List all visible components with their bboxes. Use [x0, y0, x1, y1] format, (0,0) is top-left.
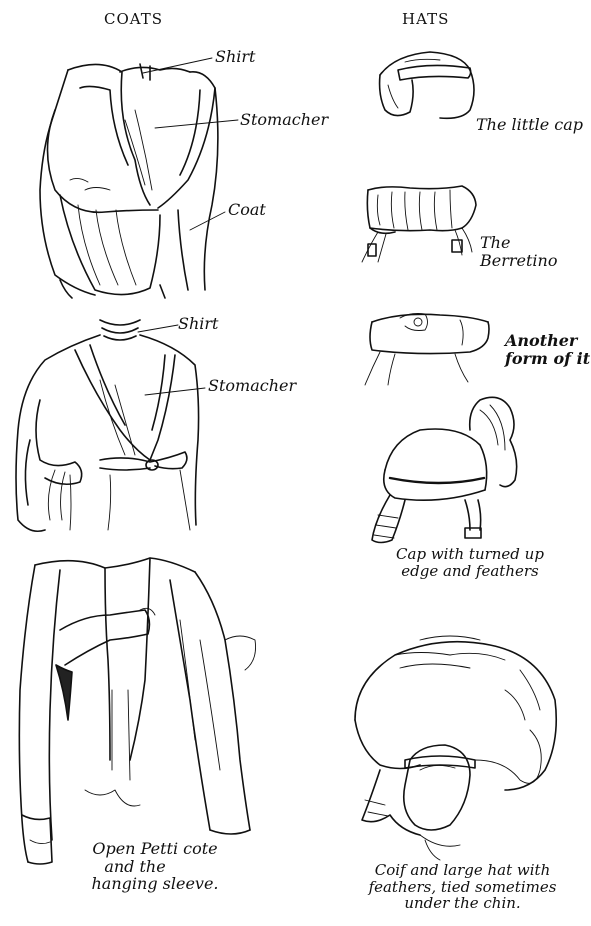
coat-1-illustration	[40, 58, 238, 298]
petticoat-caption-line: Open Petti cote	[70, 840, 240, 858]
little-cap-illustration	[380, 52, 474, 118]
coif-hat-caption-line: under the chin.	[340, 895, 585, 912]
little-cap-label: The little cap	[476, 116, 583, 134]
berretino-label-line: The	[480, 234, 557, 252]
coif-hat-illustration	[355, 636, 556, 860]
stomacher-label-2: Stomacher	[208, 377, 296, 395]
berretino-label-line: Berretino	[480, 252, 557, 270]
cap-feathers-caption: Cap with turned up edge and feathers	[380, 546, 560, 579]
coat-label: Coat	[228, 201, 266, 219]
petticoat-caption-line: hanging sleeve.	[70, 875, 240, 893]
shirt-label-2: Shirt	[178, 315, 218, 333]
petticoat-caption: Open Petti cote and the hanging sleeve.	[70, 840, 240, 893]
cap-feathers-caption-line: edge and feathers	[380, 563, 560, 580]
cap-feathers-caption-line: Cap with turned up	[380, 546, 560, 563]
coif-hat-caption: Coif and large hat with feathers, tied s…	[340, 862, 585, 912]
petticoat-caption-line: and the	[30, 858, 240, 876]
cap-feathers-illustration	[372, 397, 517, 542]
shirt-label-1: Shirt	[215, 48, 255, 66]
berretino-illustration	[362, 186, 476, 262]
another-form-label: Another form of it	[505, 332, 590, 369]
another-form-label-line: form of it	[505, 350, 590, 368]
coat-2-illustration	[16, 320, 205, 531]
coif-hat-caption-line: feathers, tied sometimes	[340, 879, 585, 896]
coif-hat-caption-line: Coif and large hat with	[340, 862, 585, 879]
another-form-illustration	[365, 314, 489, 386]
coat-3-illustration	[19, 558, 255, 864]
another-form-label-line: Another	[505, 332, 590, 350]
stomacher-label-1: Stomacher	[240, 111, 328, 129]
berretino-label: The Berretino	[480, 234, 557, 271]
